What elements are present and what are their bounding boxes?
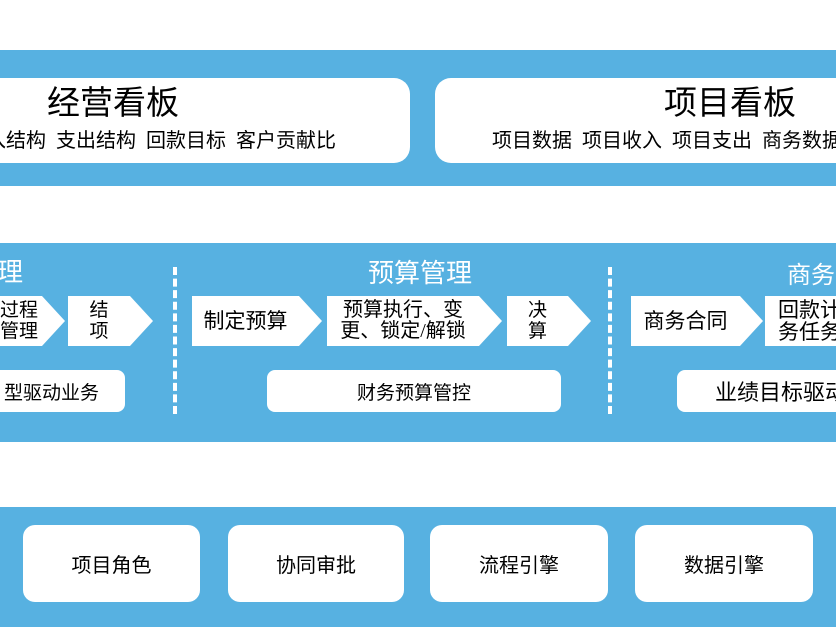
dashed-section-divider <box>608 267 612 414</box>
note-label: 型驱动业务 <box>4 382 100 404</box>
step-label-line2: 算 <box>527 321 547 342</box>
business-dashboard-title: 经营看板 <box>47 86 179 122</box>
step-label-line1: 制定预算 <box>203 308 288 333</box>
platform-card-label: 项目角色 <box>71 555 152 577</box>
step-label-line1: 回款计划 <box>778 298 836 322</box>
note-box-performance-target-driven: 业绩目标驱动 <box>677 370 836 412</box>
dashed-section-divider <box>173 267 177 414</box>
note-label: 财务预算管控 <box>356 382 471 404</box>
section-title-commerce-management: 商务管理 <box>787 263 836 289</box>
note-label: 业绩目标驱动 <box>715 380 836 405</box>
business-dashboard-metrics: 入结构 支出结构 回款目标 客户贡献比 <box>0 130 336 152</box>
step-arrow-payment-plan-tasks: 回款计划 务任务 <box>765 296 836 346</box>
platform-card-label: 流程引擎 <box>479 555 559 577</box>
step-label-line1: 过程 <box>0 300 38 321</box>
platform-card-collaborative-approval: 协同审批 <box>228 525 404 602</box>
step-label-line2: 管理 <box>0 321 38 342</box>
step-label-line2: 务任务 <box>778 320 836 344</box>
step-arrow-budget-execute-change-lock: 预算执行、变 更、锁定/解锁 <box>327 296 502 346</box>
platform-card-label: 协同审批 <box>276 555 356 577</box>
step-label-line1: 商务合同 <box>643 308 728 333</box>
step-arrow-business-contract: 商务合同 <box>631 296 763 346</box>
step-label-line2: 项 <box>89 321 109 342</box>
project-dashboard-card <box>435 78 836 163</box>
section-title-left-fragment: 理 <box>0 258 24 287</box>
step-label-line1: 结 <box>89 300 109 321</box>
business-dashboard-card <box>0 78 410 163</box>
step-label-line1: 预算执行、变 <box>343 299 463 321</box>
platform-card-project-roles: 项目角色 <box>23 525 200 602</box>
platform-card-data-engine: 数据引擎 <box>635 525 813 602</box>
step-arrow-budget-create: 制定预算 <box>192 296 322 346</box>
step-label-line1: 决 <box>527 300 547 321</box>
note-box-model-driven-business: 型驱动业务 <box>0 370 125 412</box>
project-dashboard-metrics: 项目数据 项目收入 项目支出 商务数据 <box>492 130 836 152</box>
note-box-finance-budget-control: 财务预算管控 <box>267 370 561 412</box>
project-dashboard-title: 项目看板 <box>664 86 796 122</box>
platform-card-label: 数据引擎 <box>684 555 764 577</box>
step-label-line2: 更、锁定/解锁 <box>340 320 466 342</box>
platform-card-workflow-engine: 流程引擎 <box>430 525 608 602</box>
section-title-budget-management: 预算管理 <box>368 259 473 288</box>
